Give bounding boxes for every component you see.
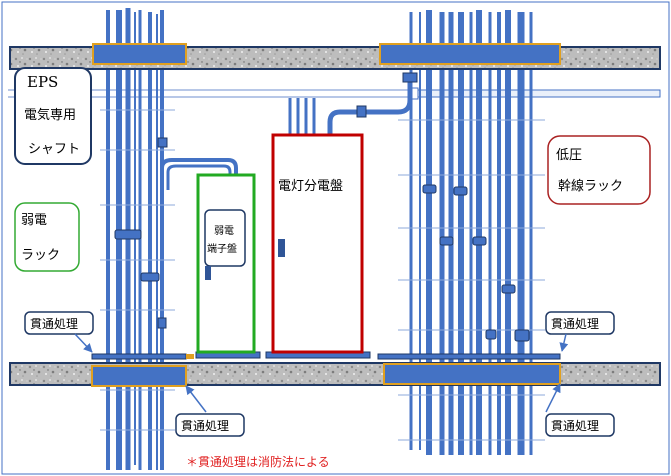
lower-right-seal-plate bbox=[377, 353, 561, 360]
lighting-panel bbox=[271, 133, 364, 354]
arrow-lower-left bbox=[185, 385, 207, 413]
conduit-coupling bbox=[140, 272, 160, 282]
penetration-label-upper-left: 貫通処理 bbox=[30, 317, 78, 331]
terminal-panel-handle bbox=[205, 266, 211, 280]
weak-rack-line1: 弱電 bbox=[21, 213, 47, 228]
eps-line2: 電気専用 bbox=[24, 107, 76, 123]
arrow-lower-right bbox=[545, 383, 561, 413]
low-voltage-rack-label-box bbox=[547, 135, 651, 205]
left-conduit-bundle bbox=[106, 8, 164, 470]
conduit-coupling bbox=[157, 137, 168, 148]
panel-top-conduits bbox=[288, 98, 316, 135]
panel-feed-conduit bbox=[327, 75, 413, 135]
upper-right-sleeve bbox=[379, 43, 561, 65]
weak-rack-line2: ラック bbox=[21, 248, 60, 263]
penetration-callout-lower-right bbox=[545, 413, 615, 437]
penetration-label-upper-right: 貫通処理 bbox=[551, 317, 599, 331]
terminal-feed-conduit bbox=[160, 158, 238, 190]
penetration-callout-upper-right bbox=[545, 311, 615, 335]
penetration-label-lower-left: 貫通処理 bbox=[181, 419, 229, 433]
left-bundle-frame-lines bbox=[100, 109, 175, 431]
lower-left-sleeve bbox=[91, 365, 187, 387]
arrow-upper-left bbox=[74, 333, 93, 353]
weak-rack-label-box bbox=[14, 202, 80, 272]
low-rack-line1: 低圧 bbox=[556, 148, 582, 163]
conduit-coupling bbox=[157, 317, 167, 329]
conduit-coupling bbox=[356, 105, 367, 118]
penetration-label-lower-right: 貫通処理 bbox=[551, 419, 599, 433]
weak-terminal-panel-label-box bbox=[204, 209, 246, 267]
right-conduit-bundle bbox=[409, 10, 533, 455]
arrow-upper-right bbox=[559, 333, 569, 352]
lighting-panel-handle bbox=[278, 239, 285, 257]
seal-plate-edge bbox=[186, 354, 194, 359]
right-bundle-frame-lines bbox=[398, 119, 545, 441]
upper-tray-bar bbox=[409, 89, 661, 98]
terminal-feed-conduit bbox=[166, 164, 232, 190]
eps-line3: シャフト bbox=[28, 142, 80, 157]
fire-law-footnote: ＊貫通処理は消防法による bbox=[186, 454, 330, 469]
penetration-callout-upper-left bbox=[24, 311, 94, 335]
lighting-panel-label: 電灯分電盤 bbox=[278, 179, 343, 194]
upper-left-sleeve bbox=[92, 43, 187, 65]
right-bundle-couplings bbox=[422, 184, 530, 342]
low-rack-line2: 幹線ラック bbox=[558, 178, 623, 194]
lower-left-seal-plate bbox=[91, 353, 187, 360]
terminal-panel-line2: 端子盤 bbox=[207, 242, 237, 255]
conduit-coupling bbox=[114, 229, 142, 240]
terminal-panel-line1: 弱電 bbox=[214, 225, 234, 237]
eps-label-box bbox=[14, 67, 92, 165]
eps-title: EPS bbox=[27, 73, 58, 91]
conduit-coupling bbox=[402, 72, 418, 83]
lower-right-sleeve bbox=[383, 363, 561, 385]
penetration-callout-lower-left bbox=[175, 413, 245, 437]
